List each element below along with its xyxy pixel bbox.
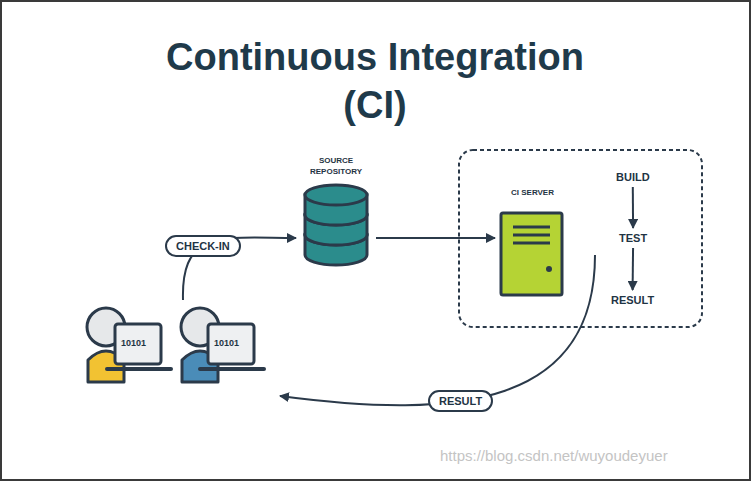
step-label: BUILD [614, 169, 652, 185]
server-node: CI SERVER [495, 183, 570, 300]
server-label: CI SERVER [495, 187, 570, 198]
ci-dashed-box [459, 150, 702, 327]
server-icon [495, 183, 570, 300]
repository-label: SOURCE REPOSITORY [301, 155, 371, 177]
flow-arrow [632, 248, 634, 290]
laptop-code: 10101 [214, 338, 239, 348]
flow-arrow [376, 237, 495, 239]
laptop-code: 10101 [121, 338, 146, 348]
diagram-title: Continuous Integration (CI) [135, 33, 615, 129]
edge-label: CHECK-IN [165, 235, 241, 257]
developers-illustration [80, 300, 270, 392]
step-text: BUILD [616, 170, 650, 184]
flow-arrow [632, 187, 634, 228]
watermark: https://blog.csdn.net/wuyoudeyuer [440, 447, 668, 464]
step-label: RESULT [609, 292, 656, 308]
repo-node: SOURCE REPOSITORY [296, 155, 376, 280]
step-label: TEST [617, 230, 649, 246]
edge-label: RESULT [428, 390, 493, 412]
step-text: TEST [619, 231, 647, 245]
step-text: RESULT [611, 293, 654, 307]
devs-node: 10101 10101 [80, 300, 270, 392]
